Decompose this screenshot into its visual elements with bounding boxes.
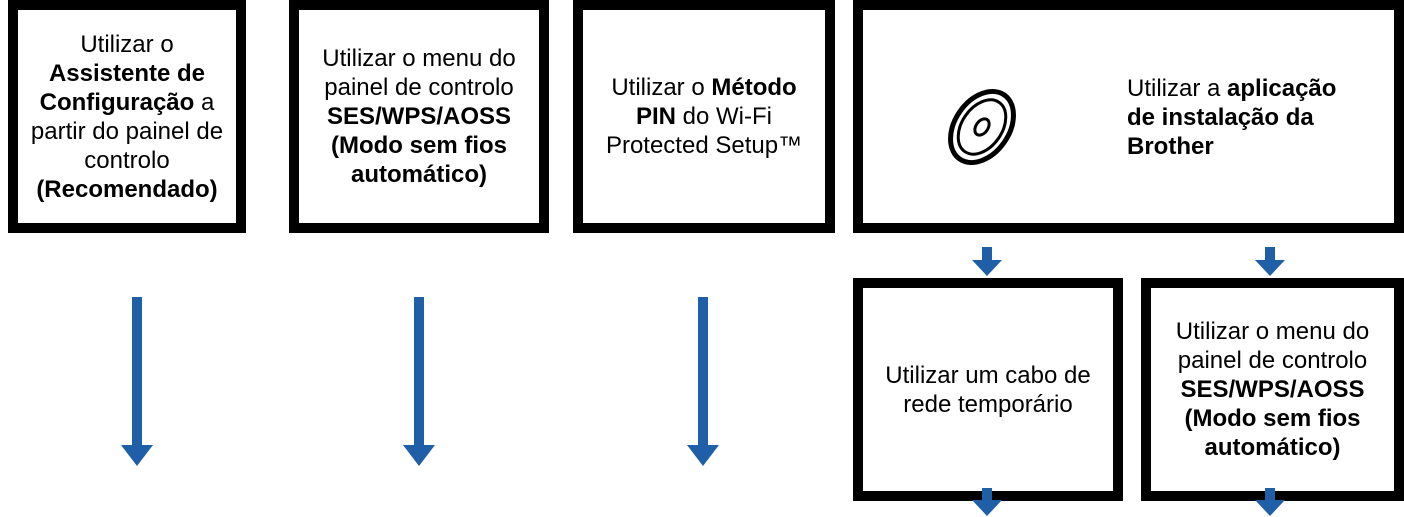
text-segment: Utilizar o menu do painel de controlo xyxy=(1175,318,1370,374)
text-segment: Assistente de Configuração xyxy=(39,59,206,116)
option-brother-installer-text: Utilizar a aplicação de instalação da Br… xyxy=(1127,74,1367,161)
text-segment: do Wi-Fi Protected Setup™ xyxy=(605,103,803,159)
text-segment: Utilizar a xyxy=(1127,75,1228,102)
text-segment: (Recomendado) xyxy=(36,175,218,203)
arrow-ses-wps-aoss xyxy=(403,297,435,466)
arrow-installer-to-cable xyxy=(972,247,1002,276)
option-pin-method-text: Utilizar o Método PIN do Wi-Fi Protected… xyxy=(583,73,825,160)
option-ses-wps-aoss-box: Utilizar o menu do painel de controlo SE… xyxy=(289,0,549,233)
text-segment: Utilizar o menu do painel de controlo xyxy=(322,45,516,101)
option-ses-wps-aoss-installer-box: Utilizar o menu do painel de controlo SE… xyxy=(1141,278,1404,501)
option-ses-wps-aoss-text: Utilizar o menu do painel de controlo SE… xyxy=(299,44,539,189)
text-segment: a partir do painel de controlo xyxy=(30,88,224,174)
text-segment: SES/WPS/AOSS (Modo sem fios automático) xyxy=(1180,376,1365,461)
text-segment: Utilizar um cabo de rede temporário xyxy=(885,361,1091,418)
arrow-installer-to-ses xyxy=(1255,247,1285,276)
option-brother-installer-box: Utilizar a aplicação de instalação da Br… xyxy=(853,0,1404,233)
text-segment: SES/WPS/AOSS (Modo sem fios automático) xyxy=(326,103,512,188)
cd-disc-icon xyxy=(948,88,1016,166)
option-ses-wps-aoss-installer-text: Utilizar o menu do painel de controlo SE… xyxy=(1151,317,1394,462)
option-network-cable-box: Utilizar um cabo de rede temporário xyxy=(853,278,1123,501)
option-network-cable-text: Utilizar um cabo de rede temporário xyxy=(863,361,1113,419)
arrow-pin-method xyxy=(687,297,719,466)
arrow-wizard xyxy=(121,297,153,466)
text-segment: aplicação de instalação da Brother xyxy=(1127,75,1337,160)
text-segment: Utilizar o xyxy=(80,30,174,58)
text-segment: Utilizar o xyxy=(611,74,712,101)
option-pin-method-box: Utilizar o Método PIN do Wi-Fi Protected… xyxy=(573,0,835,233)
text-segment: Método PIN xyxy=(635,74,797,130)
